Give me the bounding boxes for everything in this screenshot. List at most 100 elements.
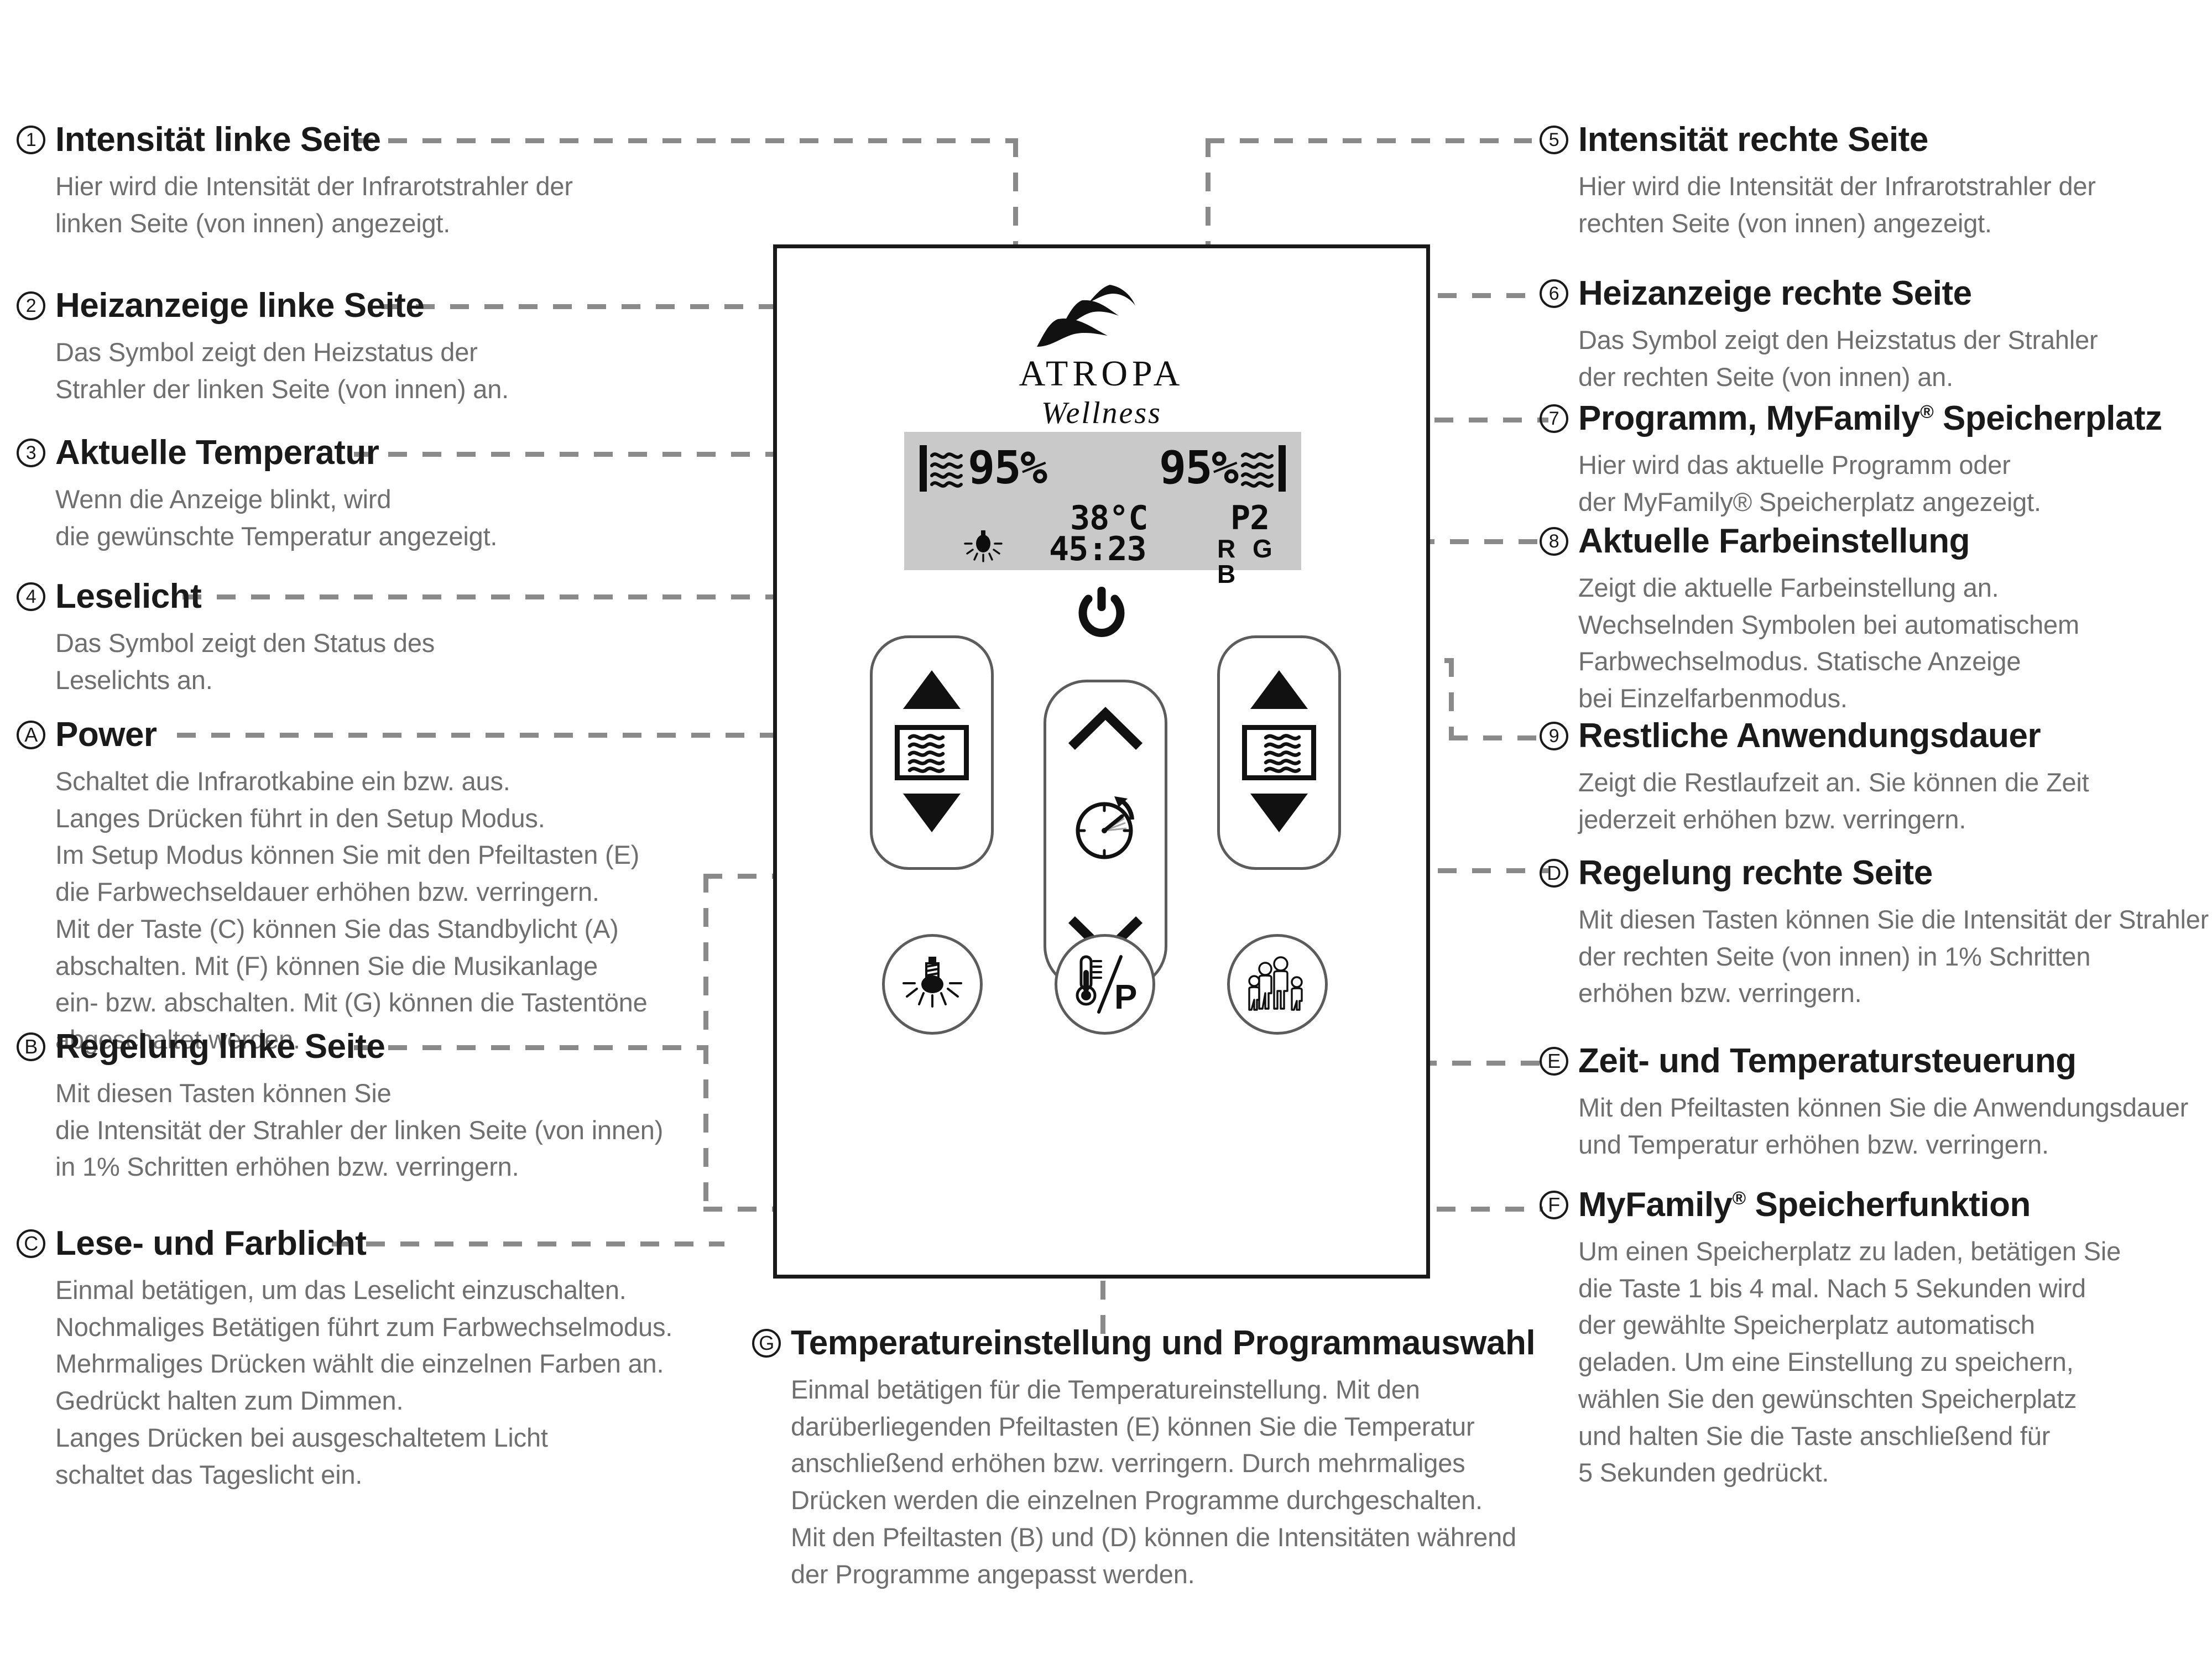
annotation-5-title: Intensität rechte Seite	[1578, 121, 1928, 159]
marker-2: 2	[17, 291, 45, 320]
left-increase-button[interactable]	[902, 669, 962, 713]
annotation-1: 1 Intensität linke Seite Hier wird die I…	[17, 123, 702, 242]
marker-9: 9	[1540, 722, 1568, 750]
annotation-d-title: Regelung rechte Seite	[1578, 854, 1933, 892]
marker-c: C	[17, 1229, 45, 1258]
annotation-4-head: 4 Leselicht	[17, 580, 702, 614]
annotation-f-body: Um einen Speicherplatz zu laden, betätig…	[1578, 1237, 2121, 1488]
annotation-b: B Regelung linke Seite Mit diesen Tasten…	[17, 1030, 724, 1186]
brand-name: ATROPA	[1019, 353, 1185, 394]
left-intensity-pad	[870, 635, 994, 870]
leader-line-c	[332, 1241, 724, 1246]
marker-3: 3	[17, 439, 45, 467]
annotation-7: 7 Programm, MyFamily® Speicherplatz Hier…	[1540, 401, 2209, 520]
annotation-e-head: E Zeit- und Temperatursteuerung	[1540, 1044, 2211, 1078]
annotation-c-head: C Lese- und Farblicht	[17, 1227, 735, 1261]
annotation-g: G Temperatureinstellung und Programmausw…	[752, 1326, 1559, 1593]
annotation-g-title: Temperatureinstellung und Programmauswah…	[791, 1324, 1536, 1362]
marker-d: D	[1540, 859, 1568, 888]
leader-line-2	[382, 304, 947, 309]
annotation-4-body: Das Symbol zeigt den Status des Leselich…	[55, 628, 435, 695]
annotation-2-body: Das Symbol zeigt den Heizstatus der Stra…	[55, 337, 509, 404]
wave-logo-icon	[1037, 285, 1135, 347]
annotation-f-title: MyFamily® Speicherfunktion	[1578, 1186, 2031, 1224]
marker-8: 8	[1540, 527, 1568, 556]
annotation-9-title: Restliche Anwendungsdauer	[1578, 717, 2041, 755]
annotation-3-body: Wenn die Anzeige blinkt, wird die gewüns…	[55, 484, 498, 551]
leader-line-4	[182, 594, 830, 599]
annotation-d: D Regelung rechte Seite Mit diesen Taste…	[1540, 856, 2211, 1012]
marker-7: 7	[1540, 404, 1568, 433]
power-button[interactable]	[1076, 587, 1127, 644]
annotation-e-title: Zeit- und Temperatursteuerung	[1578, 1042, 2077, 1080]
leader-line-7	[1366, 418, 1548, 422]
light-bulb-icon	[902, 957, 962, 1008]
leader-line-1	[354, 138, 1018, 143]
annotation-a-head: A Power	[17, 718, 724, 752]
left-decrease-button[interactable]	[902, 792, 962, 836]
marker-6: 6	[1540, 279, 1568, 308]
program-value: P2	[1230, 499, 1270, 538]
registered-mark: ®	[1920, 401, 1934, 422]
annotation-3-head: 3 Aktuelle Temperatur	[17, 436, 702, 470]
temperature-program-button[interactable]: P	[1055, 934, 1155, 1035]
leader-line-3	[354, 452, 1040, 457]
annotation-4-title: Leselicht	[55, 577, 202, 615]
annotation-f: F MyFamily® Speicherfunktion Um einen Sp…	[1540, 1188, 2211, 1491]
remaining-time-value: 45:23	[1049, 530, 1147, 568]
time-temp-increase-button[interactable]	[1068, 707, 1143, 750]
leader-line-b4	[703, 1045, 708, 1211]
annotation-g-head: G Temperatureinstellung und Programmausw…	[752, 1326, 1559, 1360]
annotation-7-title: Programm, MyFamily® Speicherplatz	[1578, 399, 2162, 437]
lcd-temp-row: 38°C P2	[904, 502, 1301, 537]
reading-light-icon	[964, 529, 1003, 566]
annotation-2: 2 Heizanzeige linke Seite Das Symbol zei…	[17, 289, 702, 408]
annotation-1-body: Hier wird die Intensität der Infrarotstr…	[55, 171, 573, 238]
lcd-time-row: 45:23 R G B	[904, 530, 1301, 587]
leader-line-5	[1206, 138, 1532, 143]
annotation-9: 9 Restliche Anwendungsdauer Zeigt die Re…	[1540, 719, 2209, 838]
annotation-6-title: Heizanzeige rechte Seite	[1578, 274, 1972, 312]
leader-line-a	[177, 733, 1112, 738]
right-edge-bar-icon	[1279, 445, 1286, 492]
annotation-e: E Zeit- und Temperatursteuerung Mit den …	[1540, 1044, 2211, 1163]
control-panel: ATROPA Wellness 95%	[773, 244, 1430, 1279]
marker-e: E	[1540, 1047, 1568, 1076]
annotation-8-body: Zeigt die aktuelle Farbeinstellung an. W…	[1578, 573, 2079, 713]
annotation-2-title: Heizanzeige linke Seite	[55, 286, 425, 325]
annotation-8-title: Aktuelle Farbeinstellung	[1578, 522, 1970, 560]
marker-1: 1	[17, 126, 45, 154]
leader-line-b2	[703, 874, 708, 1048]
left-intensity-group: 95%	[920, 445, 1047, 492]
right-decrease-button[interactable]	[1249, 792, 1309, 836]
annotation-6-head: 6 Heizanzeige rechte Seite	[1540, 276, 2203, 311]
leader-line-b	[354, 1045, 708, 1050]
annotation-b-body: Mit diesen Tasten können Sie die Intensi…	[55, 1078, 664, 1182]
marker-g: G	[752, 1329, 781, 1358]
annotation-2-head: 2 Heizanzeige linke Seite	[17, 289, 702, 323]
reading-color-light-button[interactable]	[882, 934, 983, 1035]
marker-4: 4	[17, 582, 45, 611]
annotation-a-title: Power	[55, 716, 157, 754]
annotation-6-body: Das Symbol zeigt den Heizstatus der Stra…	[1578, 325, 2098, 392]
timer-clock-icon	[1067, 789, 1144, 864]
right-intensity-value: 95%	[1159, 442, 1239, 494]
annotation-6: 6 Heizanzeige rechte Seite Das Symbol ze…	[1540, 276, 2203, 395]
marker-a: A	[17, 721, 45, 749]
left-heat-waves-icon	[930, 450, 964, 488]
annotation-3-title: Aktuelle Temperatur	[55, 434, 379, 472]
marker-f: F	[1540, 1191, 1568, 1219]
annotation-5: 5 Intensität rechte Seite Hier wird die …	[1540, 123, 2203, 242]
myfamily-memory-button[interactable]	[1227, 934, 1328, 1035]
left-edge-bar-icon	[920, 445, 927, 492]
color-mode-value: R G B	[1217, 534, 1277, 588]
right-increase-button[interactable]	[1249, 669, 1309, 713]
annotation-9-head: 9 Restliche Anwendungsdauer	[1540, 719, 2209, 753]
annotation-4: 4 Leselicht Das Symbol zeigt den Status …	[17, 580, 702, 698]
marker-5: 5	[1540, 126, 1568, 154]
brand-tagline: Wellness	[1041, 396, 1162, 430]
annotation-d-head: D Regelung rechte Seite	[1540, 856, 2211, 890]
registered-mark: ®	[1732, 1188, 1746, 1209]
annotation-a-body: Schaltet die Infrarotkabine ein bzw. aus…	[55, 766, 648, 1055]
